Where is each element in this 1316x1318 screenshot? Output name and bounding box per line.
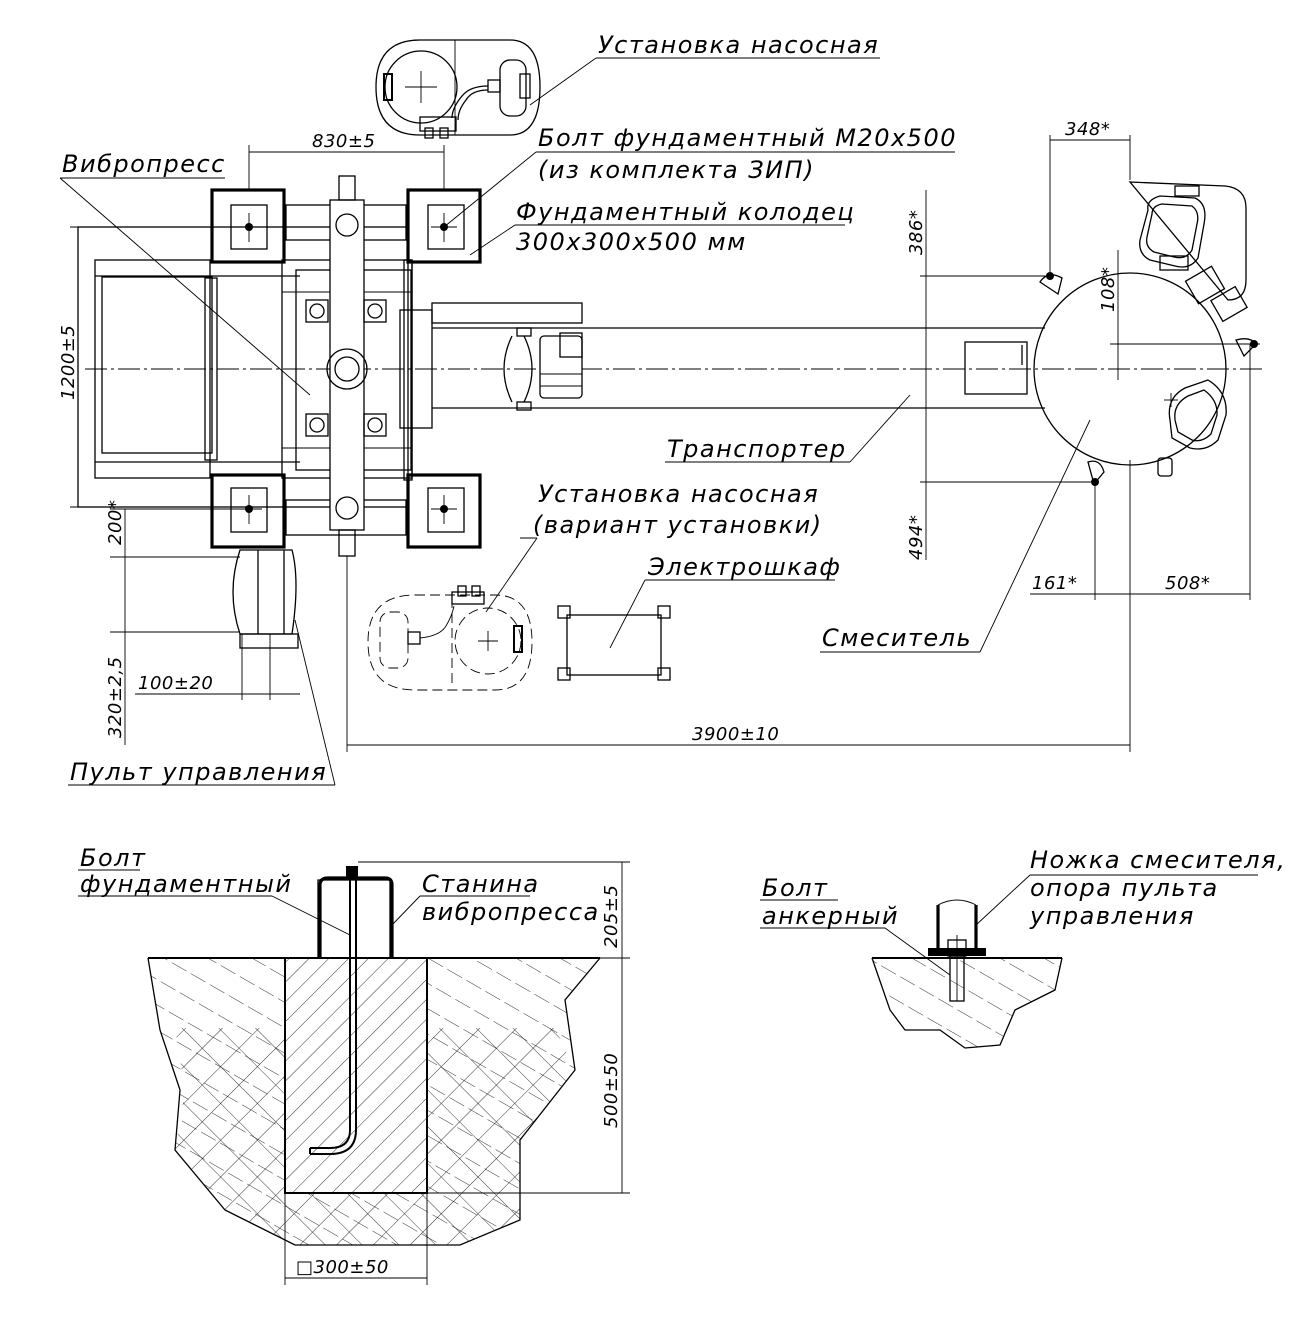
- dim-320: 320±2,5: [105, 656, 126, 738]
- dim-200: 200*: [105, 500, 126, 545]
- plan-view: [59, 39, 1265, 786]
- dim-1200: 1200±5: [58, 325, 79, 400]
- dim-830: 830±5: [312, 131, 375, 152]
- leader-lines: [59, 57, 1091, 786]
- dim-100: 100±20: [138, 673, 213, 694]
- pump-unit-alt: [367, 585, 533, 691]
- dim-508: 508*: [1165, 573, 1210, 594]
- dim-161: 161*: [1032, 573, 1077, 594]
- dim-386: 386*: [906, 210, 927, 255]
- anchor-bolt-section: [760, 874, 1258, 1049]
- label-mixer: Смеситель: [822, 624, 972, 652]
- vibropress: [77, 175, 482, 557]
- label-cabinet: Электрошкаф: [647, 553, 841, 581]
- pump-unit-top: [375, 39, 541, 139]
- label-pump-unit: Установка насосная: [598, 31, 879, 59]
- label-bolt-foundation-2: фундаментный: [80, 870, 293, 898]
- label-frame-1: Станина: [422, 870, 540, 898]
- label-anchor-1: Болт: [762, 874, 828, 902]
- label-well-2: 300х300х500 мм: [516, 228, 747, 256]
- dim-3900: 3900±10: [692, 724, 779, 745]
- label-pump-alt-1: Установка насосная: [538, 480, 819, 508]
- dim-205: 205±5: [601, 885, 622, 948]
- label-control-panel: Пульт управления: [70, 758, 327, 786]
- dim-300: □300±50: [296, 1257, 389, 1278]
- label-frame-2: вибропресса: [422, 898, 600, 926]
- label-mixer-leg-1: Ножка смесителя,: [1030, 846, 1286, 874]
- dimension-texts: 830±5 1200±5 200* 320±2,5 100±20 3900±10…: [58, 119, 1210, 1278]
- dim-500: 500±50: [601, 1053, 622, 1128]
- label-foundation-bolt-2: (из комплекта ЗИП): [538, 156, 815, 184]
- dim-108: 108*: [1098, 267, 1119, 312]
- electrical-cabinet: [557, 605, 671, 681]
- label-conveyor: Транспортер: [667, 435, 847, 463]
- label-mixer-leg-2: опора пульта: [1030, 874, 1219, 902]
- label-mixer-leg-3: управления: [1029, 902, 1195, 930]
- label-well-1: Фундаментный колодец: [516, 198, 855, 226]
- dim-494: 494*: [906, 515, 927, 560]
- dimension-lines: [70, 135, 1260, 752]
- frame-bolts: [305, 299, 387, 437]
- label-pump-alt-2: (вариант установки): [533, 511, 823, 539]
- label-bolt-foundation-1: Болт: [80, 844, 146, 872]
- label-anchor-2: анкерный: [762, 902, 899, 930]
- dim-348: 348*: [1065, 119, 1110, 140]
- control-panel: [232, 549, 299, 649]
- label-vibropress: Вибропресс: [62, 150, 226, 178]
- conveyor: [399, 302, 1045, 429]
- label-foundation-bolt-1: Болт фундаментный М20х500: [538, 124, 957, 152]
- foundation-bolt-section: [78, 861, 630, 1285]
- mixer: [1033, 181, 1258, 486]
- labels: Установка насосная Болт фундаментный М20…: [62, 31, 1286, 930]
